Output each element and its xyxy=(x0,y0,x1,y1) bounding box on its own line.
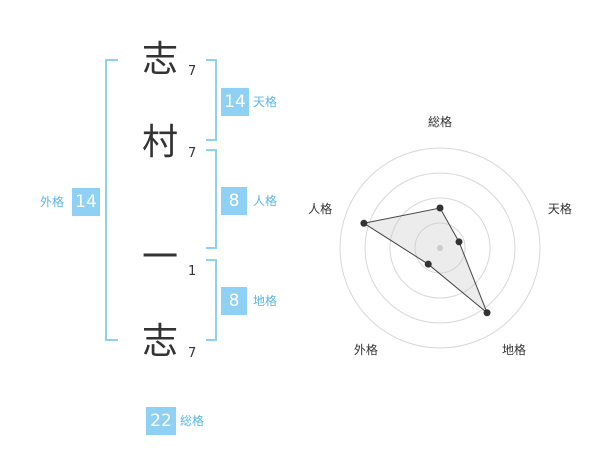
soukaku-label: 総格 xyxy=(180,414,205,428)
radar-point-2 xyxy=(455,238,463,246)
gaikaku-bracket xyxy=(105,59,118,341)
tenkaku-bracket xyxy=(206,59,217,141)
radar-axis-label-1: 総格 xyxy=(428,114,452,129)
stroke-count-2: 7 xyxy=(188,146,197,161)
jinkaku-bracket xyxy=(206,149,217,249)
stroke-count-3: 1 xyxy=(188,264,197,279)
brackets xyxy=(105,59,217,341)
radar-axis-label-4: 外格 xyxy=(354,342,378,357)
jinkaku-badge: 8 xyxy=(221,187,247,215)
jinkaku-label: 人格 xyxy=(253,194,278,208)
radar-ring-4 xyxy=(339,147,541,349)
name-char-3: 一 xyxy=(141,237,178,278)
radar-center-dot xyxy=(437,245,443,251)
gaikaku-badge: 14 xyxy=(72,188,100,216)
radar-ring-2 xyxy=(389,197,491,299)
chikaku-bracket xyxy=(206,259,217,341)
name-char-1: 志 xyxy=(141,39,178,80)
tenkaku-label: 天格 xyxy=(253,95,278,109)
radar-series-polygon xyxy=(362,207,488,314)
radar-axis-label-5: 人格 xyxy=(308,201,332,216)
tenkaku-badge: 14 xyxy=(221,88,249,116)
stroke-count-1: 7 xyxy=(188,64,197,79)
chikaku-badge: 8 xyxy=(221,287,247,315)
radar-axis-label-3: 地格 xyxy=(502,342,526,357)
gaikaku-label: 外格 xyxy=(40,195,65,209)
chikaku-label: 地格 xyxy=(253,294,278,308)
radar-point-3 xyxy=(483,309,491,317)
name-char-2: 村 xyxy=(141,122,178,163)
radar-point-4 xyxy=(424,260,432,268)
soukaku-badge: 22 xyxy=(146,407,176,435)
radar-ring-1 xyxy=(414,222,466,274)
radar-point-5 xyxy=(360,219,368,227)
radar-axis-label-2: 天格 xyxy=(548,201,572,216)
name-char-4: 志 xyxy=(141,321,178,362)
radar-ring-3 xyxy=(364,172,516,324)
radar-point-1 xyxy=(436,204,444,212)
stroke-count-4: 7 xyxy=(188,346,197,361)
